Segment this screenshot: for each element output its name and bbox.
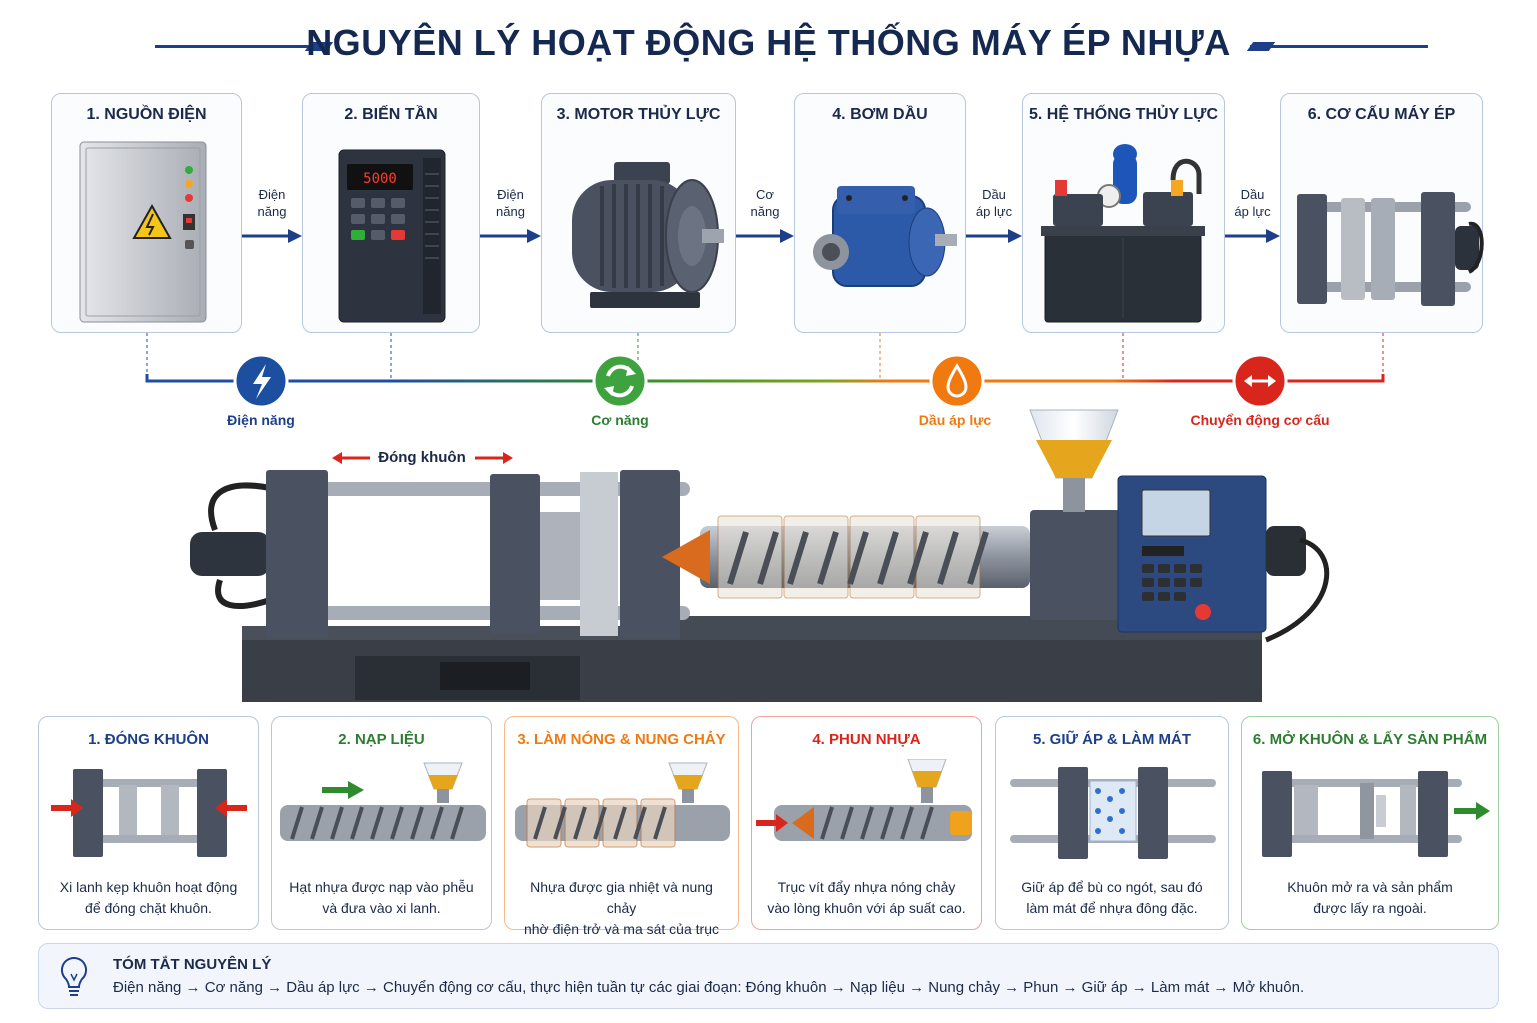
component-label: 1. NGUỒN ĐIỆN (86, 106, 207, 123)
arrow-right-icon (736, 229, 794, 243)
component-hydraulic-motor: 3. MOTOR THỦY LỰC (541, 93, 736, 333)
step-title: 1. ĐÓNG KHUÔN (88, 731, 209, 748)
energy-label-motion: Chuyển động cơ cấu (1190, 412, 1330, 428)
component-label: 6. CƠ CẤU MÁY ÉP (1307, 106, 1456, 123)
arrow-right-icon (966, 229, 1022, 243)
step-card-1: 1. ĐÓNG KHUÔN Xi lanh kẹp khuôn hoạt độn… (38, 716, 259, 930)
title-bar: NGUYÊN LÝ HOẠT ĐỘNG HỆ THỐNG MÁY ÉP NHỰA (0, 22, 1537, 72)
mold-opening-icon (1262, 771, 1490, 857)
energy-label-pressure-oil: Dầu áp lực (918, 412, 992, 428)
component-label: 2. BIẾN TẦN (344, 106, 438, 123)
step-card-4: 4. PHUN NHỰA Trục vít đẩy nhựa nóng chảy… (751, 716, 982, 930)
clamping-unit-icon (1297, 192, 1484, 306)
step-title: 2. NẠP LIỆU (338, 731, 425, 748)
title-decor-left (155, 45, 330, 48)
hydraulic-unit-icon (1041, 144, 1205, 323)
inverter-display: 5000 (363, 171, 397, 187)
step-title: 3. LÀM NÓNG & NUNG CHẢY (517, 731, 726, 748)
component-oil-pump: 4. BƠM DẦU (794, 93, 966, 333)
mold-close-label: Đóng khuôn (378, 449, 465, 466)
component-label: 4. BƠM DẦU (832, 106, 928, 123)
component-press-mechanism: 6. CƠ CẤU MÁY ÉP (1280, 93, 1484, 333)
summary-box: TÓM TẮT NGUYÊN LÝ Điện năng → Cơ năng → … (38, 943, 1499, 1009)
component-label: 3. MOTOR THỦY LỰC (556, 106, 721, 123)
lightning-icon (233, 353, 289, 409)
recycle-icon (592, 353, 648, 409)
mold-closing-icon (51, 769, 247, 857)
summary-title: TÓM TẮT NGUYÊN LÝ (113, 956, 272, 973)
component-power-source: 1. NGUỒN ĐIỆN (51, 93, 242, 333)
step-title: 4. PHUN NHỰA (812, 731, 921, 748)
summary-text: Điện năng → Cơ năng → Dầu áp lực → Chuyể… (113, 979, 1305, 996)
energy-label-mechanical: Cơ năng (591, 412, 649, 428)
component-label: 5. HỆ THỐNG THỦY LỰC (1029, 106, 1218, 123)
injection-icon (756, 759, 972, 841)
page-title: NGUYÊN LÝ HOẠT ĐỘNG HỆ THỐNG MÁY ÉP NHỰA (306, 22, 1231, 63)
oil-drop-icon (929, 353, 985, 409)
step-card-5: 5. GIỮ ÁP & LÀM MÁT Giữ áp để bù co ngót… (995, 716, 1229, 930)
step-title: 6. MỞ KHUÔN & LẤY SẢN PHẨM (1252, 731, 1488, 748)
lightbulb-icon (60, 956, 88, 996)
component-hydraulic-system: 5. HỆ THỐNG THỦY LỰC (1022, 93, 1225, 333)
step-title: 5. GIỮ ÁP & LÀM MÁT (1032, 731, 1191, 748)
component-inverter: 2. BIẾN TẦN 5000 (302, 93, 480, 333)
inverter-icon: 5000 (338, 149, 446, 323)
feeding-icon (280, 762, 486, 841)
double-arrow-icon (1232, 353, 1288, 409)
title-decor-right (1250, 45, 1428, 48)
step-card-6: 6. MỞ KHUÔN & LẤY SẢN PHẨM Khuôn mở ra v… (1241, 716, 1499, 930)
electric-motor-icon (572, 162, 724, 308)
holding-cooling-icon (1010, 767, 1216, 859)
energy-flow-line (145, 333, 1385, 409)
arrow-right-icon (242, 229, 302, 243)
arrow-right-icon (1225, 229, 1280, 243)
step-card-3: 3. LÀM NÓNG & NUNG CHẢY Nhựa được gia nh… (504, 716, 739, 958)
injection-molding-machine: Đóng khuôn (190, 409, 1330, 702)
arrow-right-icon (480, 229, 541, 243)
hydraulic-pump-icon (813, 186, 957, 287)
heating-melting-icon (515, 762, 730, 848)
electrical-cabinet-icon (79, 141, 207, 323)
energy-label-electric: Điện năng (227, 412, 295, 428)
